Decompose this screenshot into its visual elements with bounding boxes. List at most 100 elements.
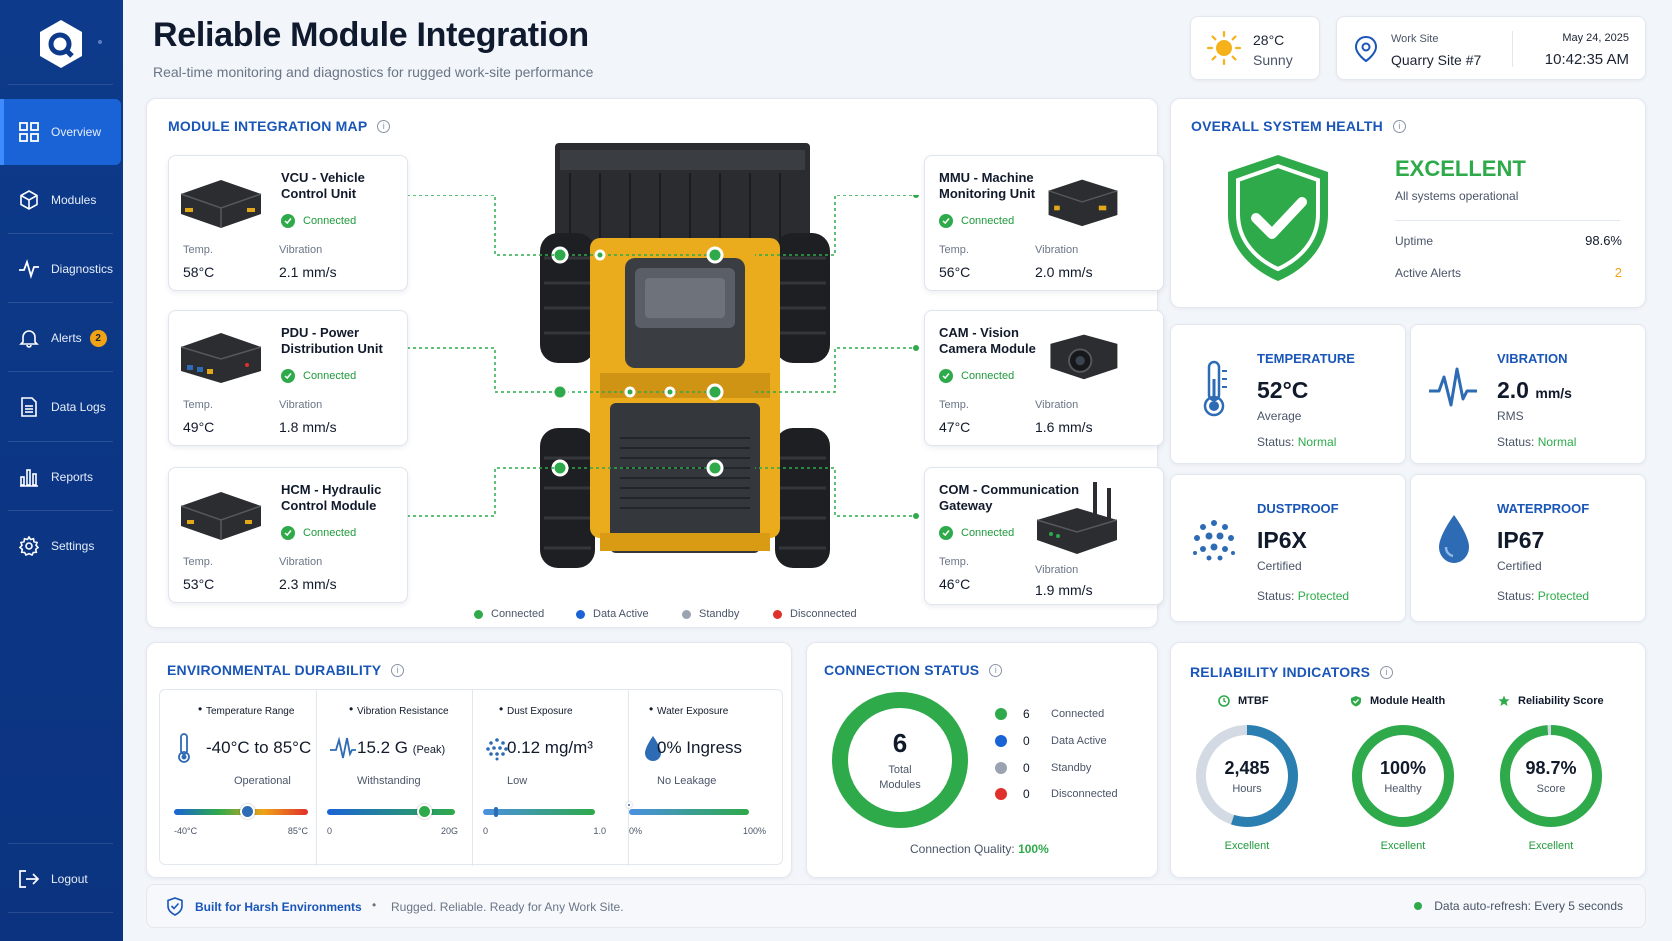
module-map-title: MODULE INTEGRATION MAP i	[168, 118, 391, 134]
env-title-text: ENVIRONMENTAL DURABILITY	[167, 662, 382, 678]
nav-data-logs[interactable]: Data Logs	[0, 374, 123, 440]
status-dot	[995, 735, 1007, 747]
rel-head-text: Module Health	[1370, 695, 1446, 707]
module-card-pdu[interactable]: PDU - Power Distribution Unit Connected …	[168, 310, 408, 446]
stat-value: IP67	[1497, 527, 1544, 554]
vibration-card[interactable]: VIBRATION 2.0 mm/s RMS Status: Normal	[1410, 324, 1646, 464]
info-icon[interactable]: i	[1380, 665, 1394, 679]
info-icon[interactable]: i	[989, 663, 1003, 677]
temperature-range-knob[interactable]	[240, 804, 256, 819]
module-temp: 56°C	[939, 264, 971, 280]
module-card-vcu[interactable]: VCU - Vehicle Control Unit Connected Tem…	[168, 155, 408, 291]
vibration-pulse-icon	[1429, 367, 1477, 407]
mtbf-heading: MTBF	[1218, 695, 1269, 707]
live-dot	[1414, 902, 1423, 910]
nav-settings[interactable]: Settings	[0, 513, 123, 579]
temp-label: Temp.	[183, 399, 213, 411]
env-head: Dust Exposure	[499, 702, 573, 717]
check-circle-icon	[939, 526, 953, 540]
water-exposure-bar	[629, 809, 749, 815]
logout-icon	[18, 868, 40, 890]
vibration-label: Vibration	[279, 556, 323, 568]
vibration-label: Vibration	[1035, 399, 1079, 411]
nav-modules[interactable]: Modules	[0, 167, 123, 233]
stat-status-label: Status:	[1497, 435, 1535, 449]
module-card-hcm[interactable]: HCM - Hydraulic Control Module Connected…	[168, 467, 408, 603]
module-name: COM - Communication Gateway	[939, 482, 1080, 513]
module-vibration: 1.9 mm/s	[1035, 582, 1093, 598]
stat-value-number: IP6X	[1257, 527, 1307, 553]
env-sub: Withstanding	[357, 775, 421, 787]
stat-title: DUSTPROOF	[1257, 501, 1339, 516]
stat-value-number: 2.0	[1497, 377, 1529, 403]
env-head: Temperature Range	[198, 702, 294, 717]
module-card-mmu[interactable]: MMU - Machine Monitoring Unit Connected …	[924, 155, 1164, 291]
vibration-label: Vibration	[1035, 564, 1079, 576]
module-name: CAM - Vision Camera Module	[939, 325, 1036, 356]
vibration-label: Vibration	[279, 399, 323, 411]
module-status: Connected	[281, 526, 356, 540]
module-card-com[interactable]: COM - Communication Gateway Connected Te…	[924, 467, 1164, 605]
connection-quality-label: Connection Quality:	[910, 842, 1015, 856]
stat-value: 2.0 mm/s	[1497, 377, 1572, 404]
reliability-score-value: 98.7%	[1525, 758, 1577, 778]
stat-value: IP6X	[1257, 527, 1307, 554]
check-circle-icon	[939, 214, 953, 228]
vibration-resistance-bar	[327, 809, 455, 815]
info-icon[interactable]: i	[1392, 119, 1406, 133]
info-icon[interactable]: i	[377, 119, 391, 133]
nav-logout[interactable]: Logout	[0, 846, 123, 912]
wheel-loader-illustration	[540, 143, 830, 568]
uptime-label: Uptime	[1395, 234, 1434, 248]
module-temp: 53°C	[183, 576, 215, 592]
nav-alerts[interactable]: Alerts 2	[0, 305, 123, 371]
legend-label: Standby	[699, 608, 740, 620]
waterproof-card[interactable]: WATERPROOF IP67 Certified Status: Protec…	[1410, 474, 1646, 622]
cube-icon	[18, 189, 40, 211]
page-title: Reliable Module Integration	[153, 16, 589, 54]
stat-sub: RMS	[1497, 409, 1524, 423]
temp-label: Temp.	[183, 556, 213, 568]
pulse-icon	[18, 258, 40, 280]
check-circle-icon	[281, 526, 295, 540]
stat-status-value: Protected	[1537, 589, 1590, 603]
nav-overview[interactable]: Overview	[0, 99, 121, 165]
env-dust-exposure: Dust Exposure 0.12 mg/m³ Low 0 1.0	[472, 690, 628, 866]
module-card-cam[interactable]: CAM - Vision Camera Module Connected Tem…	[924, 310, 1164, 446]
clock-icon	[1218, 695, 1230, 707]
check-circle-icon	[939, 369, 953, 383]
env-value: -40°C to 85°C	[206, 738, 311, 758]
rel-head-text: MTBF	[1238, 695, 1269, 707]
uptime-value: 98.6%	[1585, 233, 1622, 248]
nav-divider	[8, 510, 113, 511]
stat-status: Status: Protected	[1257, 589, 1349, 603]
footer-bar: Built for Harsh Environments • Rugged. R…	[146, 884, 1646, 928]
legend-dot	[682, 609, 691, 619]
nav-diagnostics[interactable]: Diagnostics	[0, 236, 123, 302]
stat-status: Status: Normal	[1497, 435, 1576, 449]
info-icon[interactable]: i	[391, 663, 405, 677]
stat-value-number: IP67	[1497, 527, 1545, 553]
nav-label: Reports	[51, 470, 94, 484]
current-date: May 24, 2025	[1562, 32, 1629, 44]
module-status-text: Connected	[303, 370, 357, 382]
water-exposure-marker	[626, 802, 632, 808]
dustproof-card[interactable]: DUSTPROOF IP6X Certified Status: Protect…	[1170, 474, 1406, 622]
module-name: VCU - Vehicle Control Unit	[281, 170, 365, 201]
module-name: MMU - Machine Monitoring Unit	[939, 170, 1036, 201]
env-max: 20G	[440, 826, 458, 836]
nav-reports[interactable]: Reports	[0, 444, 123, 510]
stat-status-value: Protected	[1297, 589, 1350, 603]
thermometer-icon	[1203, 360, 1227, 417]
active-alerts-label: Active Alerts	[1395, 266, 1462, 280]
nav-divider	[8, 441, 113, 442]
temperature-card[interactable]: TEMPERATURE 52°C Average Status: Normal	[1170, 324, 1406, 464]
shield-check-icon	[167, 897, 183, 916]
nav-label: Overview	[51, 125, 102, 139]
legend-dot	[773, 609, 782, 619]
env-min: 0	[327, 826, 333, 836]
env-metrics: Temperature Range -40°C to 85°C Operatio…	[159, 689, 783, 866]
app-logo-icon[interactable]	[36, 18, 86, 70]
vibration-resistance-knob[interactable]	[416, 804, 432, 819]
